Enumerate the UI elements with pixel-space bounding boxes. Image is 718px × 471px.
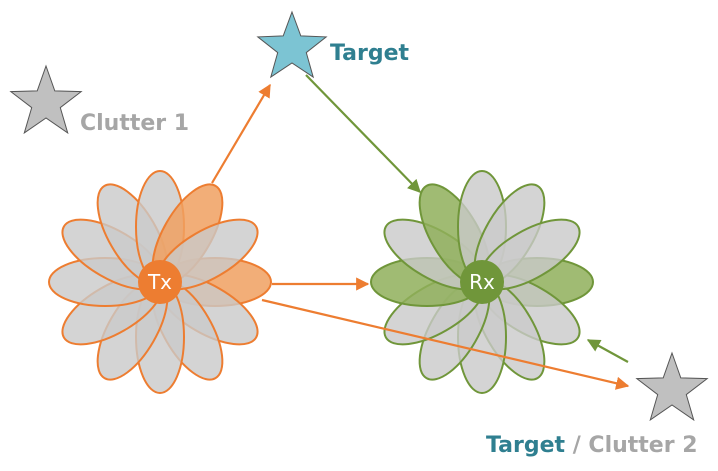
clutter2-star-icon (635, 351, 709, 422)
tx-antenna-pattern: Tx (48, 170, 272, 394)
rx-node (460, 260, 504, 304)
rx-label: Rx (469, 270, 495, 294)
target-part-label: Target (486, 433, 566, 458)
tx-to-target-arrow (211, 83, 271, 184)
target-star-icon (256, 10, 328, 79)
tx-node (138, 260, 182, 304)
tx-to-clutter2-arrow (261, 298, 630, 390)
target-clutter2-label: Target / Clutter 2 (486, 433, 698, 458)
rx-antenna-pattern: Rx (370, 170, 594, 394)
clutter1-star-icon (9, 64, 83, 135)
clutter2-part-label: Clutter 2 (588, 433, 697, 458)
clutter1-label: Clutter 1 (80, 111, 189, 136)
tx-label: Tx (147, 270, 172, 294)
target-label: Target (330, 41, 410, 66)
separator-label: / (565, 433, 588, 458)
clutter2-to-rx-arrow (586, 339, 629, 363)
target-to-rx-arrow (305, 74, 421, 193)
